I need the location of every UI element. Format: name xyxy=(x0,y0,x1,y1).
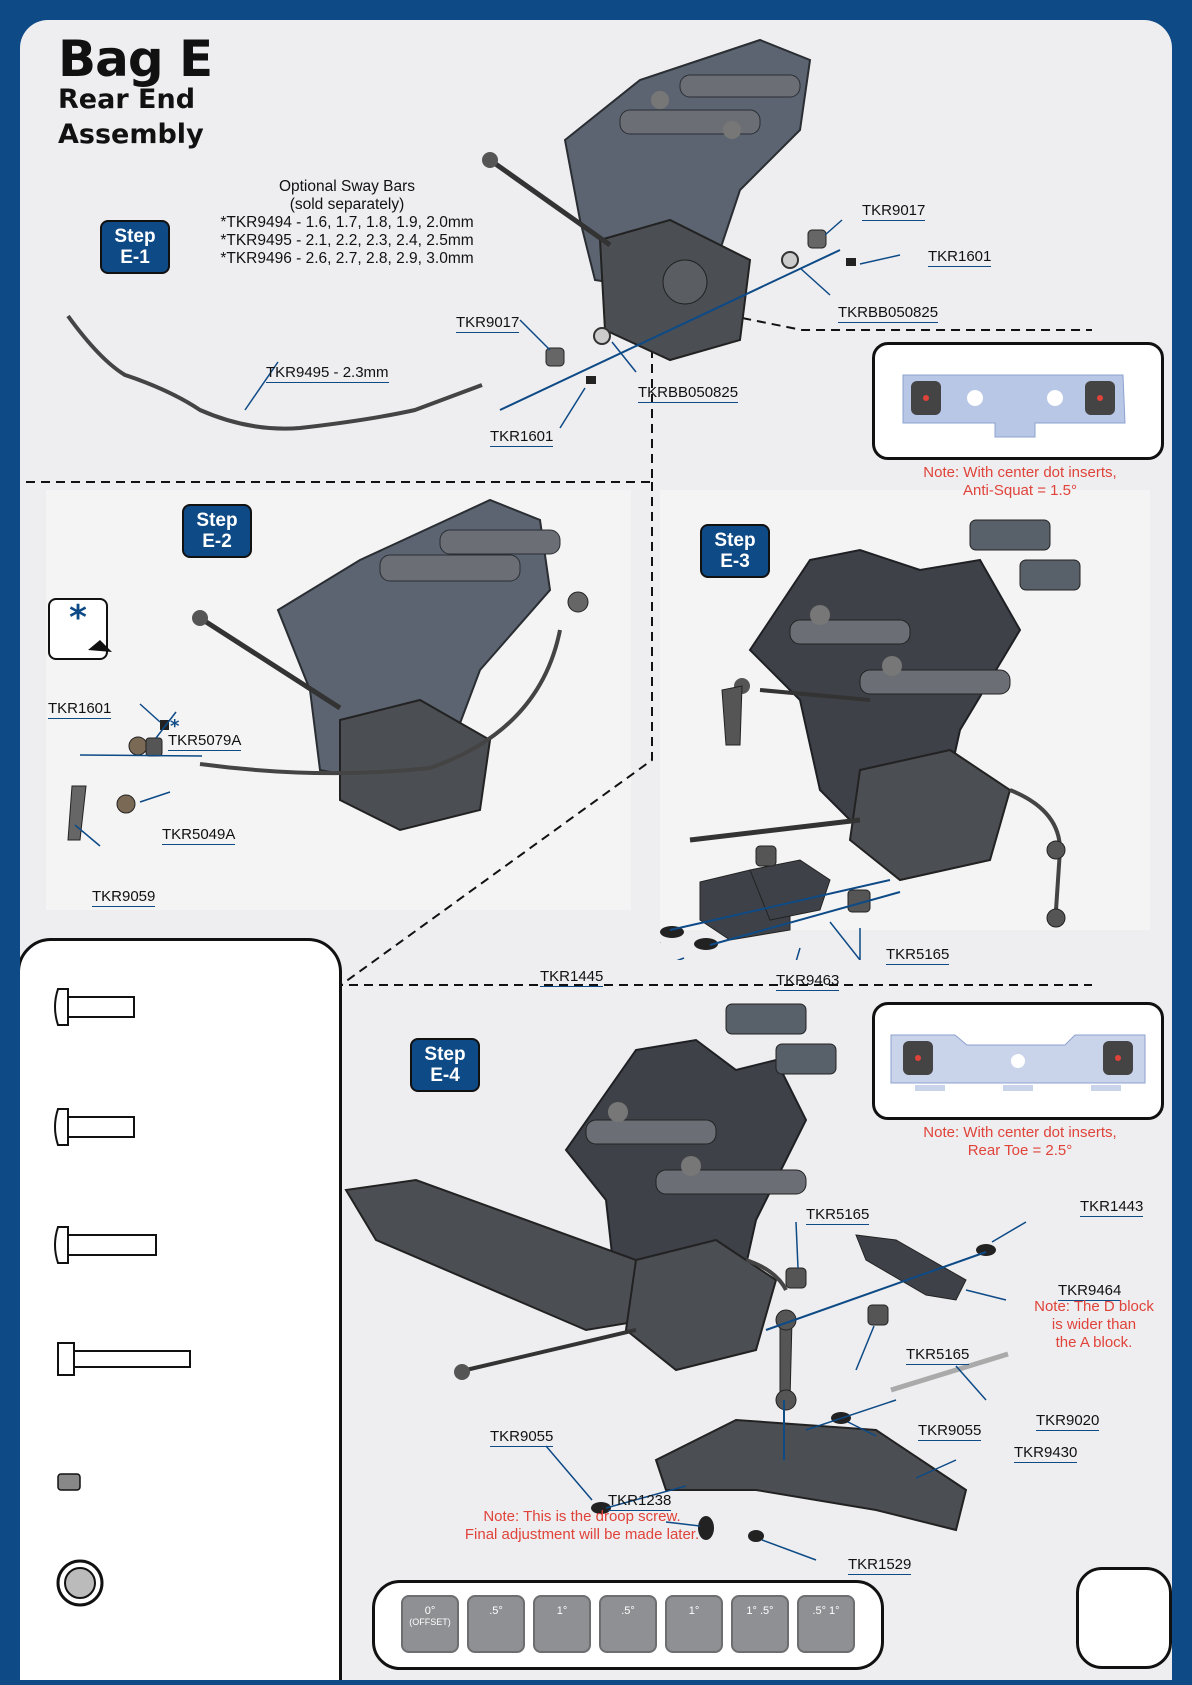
label-tkr5079a: TKR5079A xyxy=(168,732,242,751)
label-tkr9055-left: TKR9055 xyxy=(490,1428,554,1447)
rear-toe-insert-box xyxy=(872,1002,1164,1120)
pin-block-insert-a xyxy=(902,374,1126,438)
insert-1-05: 1° .5° xyxy=(731,1595,789,1653)
sway-link xyxy=(67,785,87,841)
insert-1-a: 1° xyxy=(533,1595,591,1653)
dashed-dividers xyxy=(26,298,1092,991)
label-tkr9059: TKR9059 xyxy=(92,888,156,907)
label-tkr9463: TKR9463 xyxy=(776,972,840,991)
label-tkr5049a: TKR5049A xyxy=(162,826,236,845)
sway-bar-note: Optional Sway Bars (sold separately) *TK… xyxy=(220,178,474,267)
shock-tower-e1 xyxy=(563,38,812,292)
rear-arm-right xyxy=(654,1418,968,1532)
label-tkr1529: TKR1529 xyxy=(848,1556,912,1575)
button-head-screw-1 xyxy=(54,988,135,1026)
label-tkr9495: TKR9495 - 2.3mm xyxy=(266,364,389,383)
cap-head-screw xyxy=(57,1342,191,1376)
label-tkr1443: TKR1443 xyxy=(1080,1198,1144,1217)
step-e1-diagram xyxy=(66,38,901,431)
label-tkr9055-right: TKR9055 xyxy=(918,1422,982,1441)
step-e3-diagram xyxy=(660,519,1081,960)
label-tkr9464: TKR9464 xyxy=(1058,1282,1122,1301)
hardware-panel xyxy=(20,938,342,1680)
gearbox-e3 xyxy=(848,748,1012,882)
label-tkrbb050825-mid: TKRBB050825 xyxy=(638,384,739,403)
insert-05-b: .5° xyxy=(599,1595,657,1653)
rear-arm-left xyxy=(344,1178,648,1332)
subtitle-line2: Assembly xyxy=(58,119,204,150)
pin-block-d xyxy=(855,1234,967,1301)
step-e4-diagram xyxy=(344,1003,1027,1561)
insert-0-offset: 0°(OFFSET) xyxy=(401,1595,459,1653)
anti-squat-note: Note: With center dot inserts, Anti-Squa… xyxy=(923,464,1117,499)
gearbox-e4 xyxy=(624,1238,778,1372)
insert-1-b: 1° xyxy=(665,1595,723,1653)
insert-05-a: .5° xyxy=(467,1595,525,1653)
pin-block-insert-d xyxy=(890,1034,1146,1091)
label-tkr9017-top: TKR9017 xyxy=(862,202,926,221)
button-head-screw-2 xyxy=(54,1108,135,1146)
insert-05-1: .5° 1° xyxy=(797,1595,855,1653)
button-head-screw-3 xyxy=(54,1226,157,1264)
step-e2-diagram xyxy=(67,498,589,847)
sway-bar xyxy=(66,314,483,431)
label-tkr9020: TKR9020 xyxy=(1036,1412,1100,1431)
hardware-illustrations xyxy=(54,988,191,1607)
label-tkr1601-e2: TKR1601 xyxy=(48,700,112,719)
insert-legend-tray: 0°(OFFSET) .5° 1° .5° 1° 1° .5° .5° 1° xyxy=(372,1580,884,1670)
asterisk-icon: * xyxy=(69,598,87,638)
label-tkr5165-e4-top: TKR5165 xyxy=(806,1206,870,1225)
label-tkrbb050825-top: TKRBB050825 xyxy=(838,304,939,323)
set-screw xyxy=(57,1473,81,1491)
label-tkr9430: TKR9430 xyxy=(1014,1444,1078,1463)
label-tkr1601-mid: TKR1601 xyxy=(490,428,554,447)
label-tkr9017-mid: TKR9017 xyxy=(456,314,520,333)
label-tkr1601-top: TKR1601 xyxy=(928,248,992,267)
label-tkr1238: TKR1238 xyxy=(608,1492,672,1511)
label-tkr5165-e4-bot: TKR5165 xyxy=(906,1346,970,1365)
droop-screw-note: Note: This is the droop screw. Final adj… xyxy=(464,1508,700,1543)
gearbox-e2 xyxy=(339,698,492,832)
rear-toe-note: Note: With center dot inserts, Rear Toe … xyxy=(923,1124,1117,1159)
label-tkr5165-e3: TKR5165 xyxy=(886,946,950,965)
subtitle-line1: Rear End xyxy=(58,84,196,115)
bag-title: Bag E xyxy=(58,30,213,88)
anti-squat-insert-box xyxy=(872,342,1164,460)
d-block-note: Note: The D block is wider than the A bl… xyxy=(1034,1298,1154,1351)
bearing xyxy=(56,1559,104,1607)
asterisk-mark: * xyxy=(170,716,180,737)
page-number-box xyxy=(1076,1567,1172,1669)
label-tkr1445: TKR1445 xyxy=(540,968,604,987)
